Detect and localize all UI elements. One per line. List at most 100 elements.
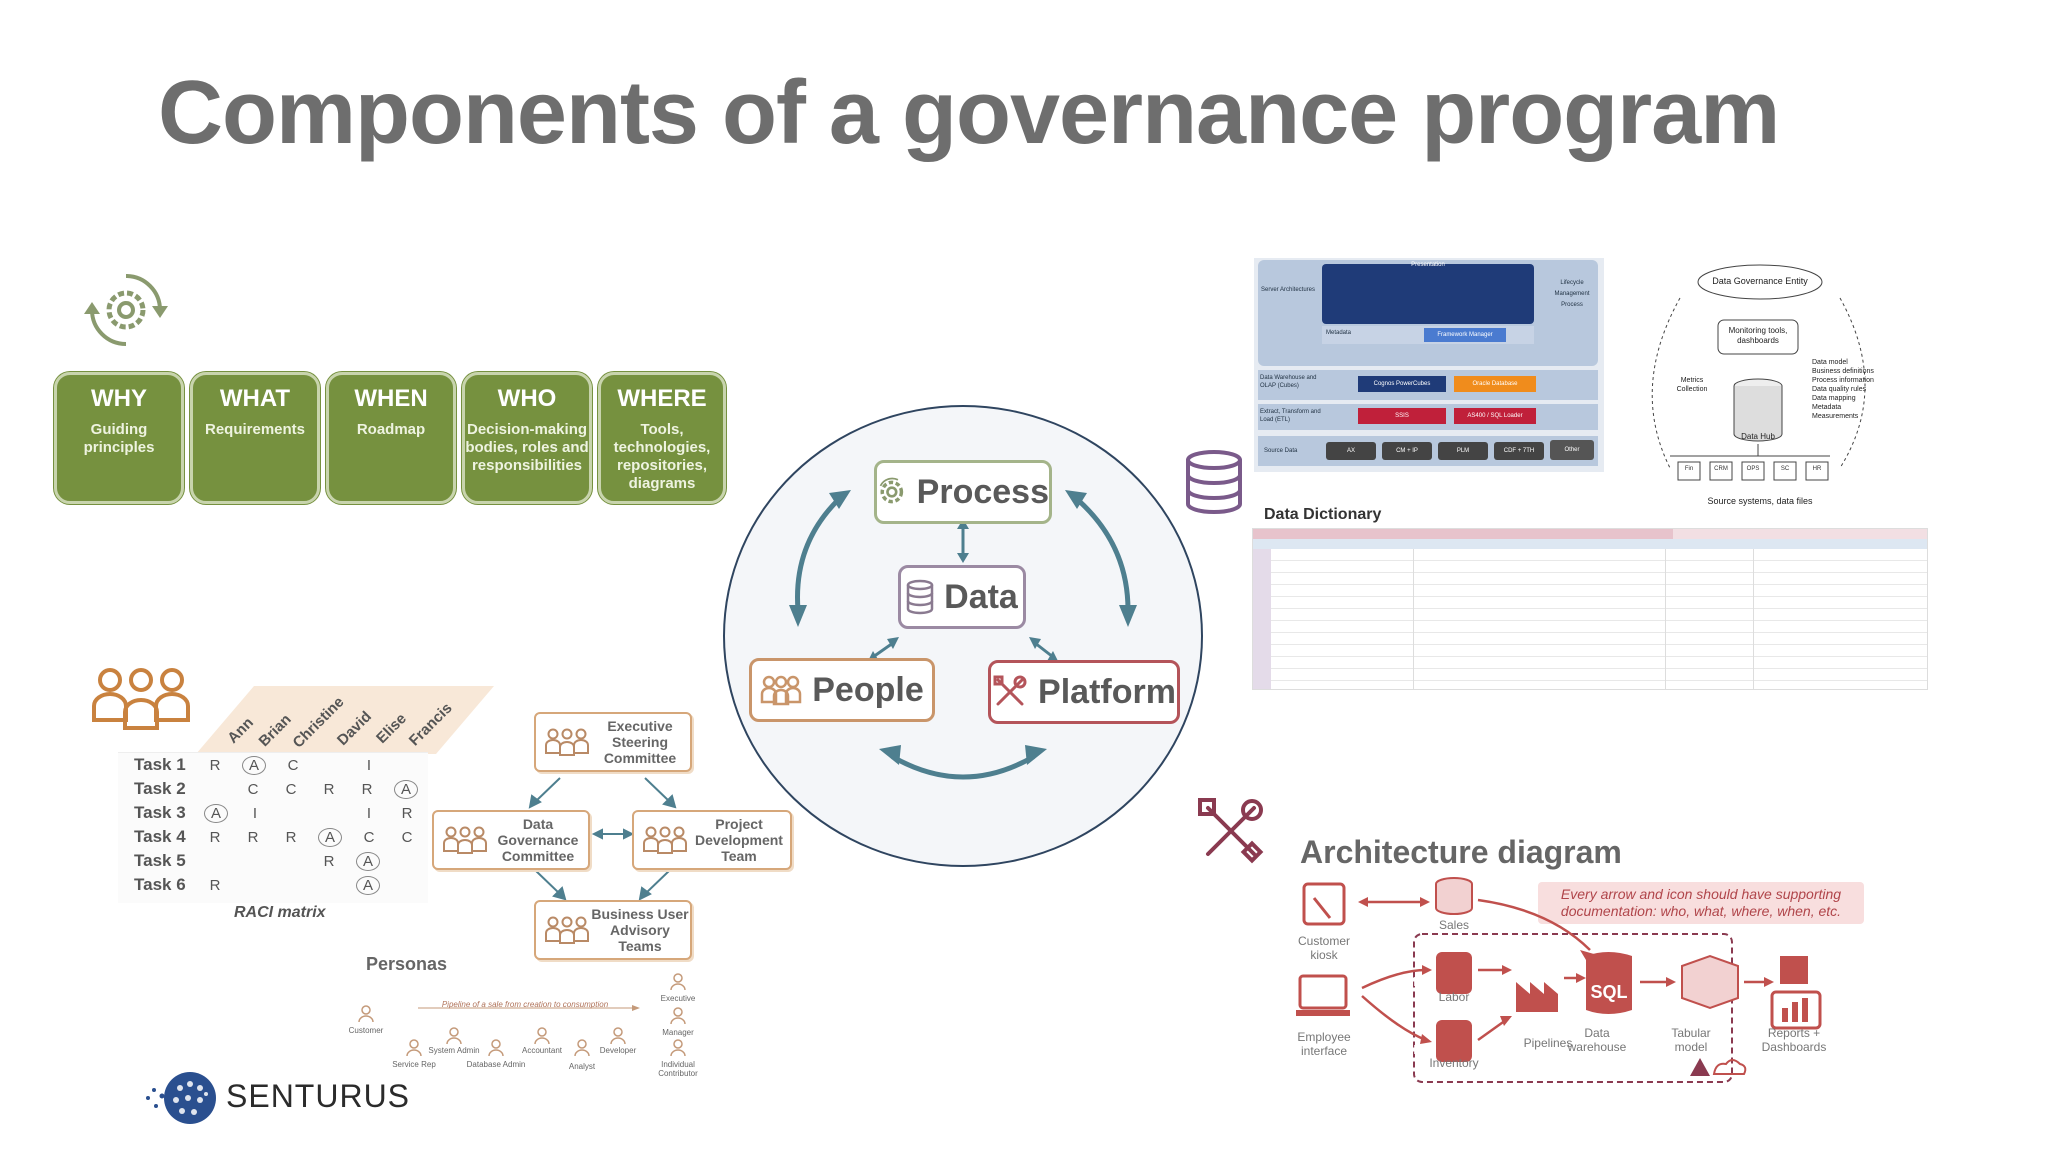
ge-monitoring: Monitoring tools, dashboards	[1728, 326, 1788, 345]
bi-framework-manager: Framework Manager	[1424, 328, 1506, 342]
pillar-who: WHO Decision-making bodies, roles and re…	[462, 372, 592, 504]
committee-arrows	[528, 777, 677, 901]
ge-hub-item: Metadata	[1812, 404, 1842, 411]
raci-cell: I	[252, 804, 258, 822]
raci-cell: C	[401, 828, 413, 846]
pillar-heading: WHAT	[219, 385, 291, 412]
governance-entity-diagram: Data Governance Entity Monitoring tools,…	[1640, 258, 1880, 508]
raci-cell: R	[209, 828, 221, 846]
raci-row: Task 3 A I I R	[118, 801, 428, 825]
bi-cognos-powercubes: Cognos PowerCubes	[1358, 376, 1446, 392]
raci-cell: C	[287, 756, 299, 774]
raci-row: Task 2 C C R R A	[118, 777, 428, 801]
people-icon	[545, 916, 589, 944]
sql-label: SQL	[1394, 1042, 1422, 1057]
arch-tabular-model: Tabular model	[1671, 1026, 1711, 1054]
database-icon	[1186, 450, 1242, 514]
ge-hub-item: Business definitions	[1812, 368, 1874, 375]
raci-caption: RACI matrix	[234, 904, 326, 921]
raci-cell: A	[204, 803, 228, 823]
bi-oracle-database: Oracle Database	[1454, 376, 1536, 392]
ge-source: SC	[1780, 466, 1790, 472]
persona-label: System Admin	[428, 1046, 480, 1055]
personas-title: Personas	[366, 954, 448, 974]
data-label: Data	[944, 577, 1018, 616]
raci-row: Task 4 R R R A C C	[118, 825, 428, 849]
persona-label: Developer	[599, 1046, 637, 1055]
raci-row: Task 6 R A	[118, 873, 428, 897]
raci-person: Elise	[373, 710, 410, 747]
tools-icon	[1198, 798, 1264, 864]
committee-label: Project Development Team	[695, 816, 783, 864]
people-icon	[761, 675, 802, 706]
people-icon	[643, 826, 687, 854]
raci-cell: I	[366, 756, 372, 774]
persona-label: Accountant	[521, 1046, 563, 1055]
bi-server-arch: Server Architectures	[1260, 287, 1316, 293]
raci-cell: R	[285, 828, 297, 846]
ge-source: OPS	[1746, 466, 1760, 472]
raci-cell: A	[356, 851, 380, 871]
raci-cell: C	[363, 828, 375, 846]
pillar-desc: Guiding principles	[83, 421, 155, 456]
bi-source-other: Other	[1550, 440, 1594, 460]
bi-lifecycle: Lifecycle Management Process	[1554, 280, 1590, 308]
process-box: Process	[874, 460, 1052, 524]
executive-committee-box: Executive Steering Committee	[534, 712, 692, 772]
platform-box: Platform	[988, 660, 1180, 724]
ge-source: CRM	[1714, 466, 1728, 472]
persona-label: Database Admin	[466, 1060, 526, 1069]
pillar-heading: WHEN	[354, 385, 428, 412]
raci-person: Christine	[289, 693, 348, 752]
ge-source: HR	[1812, 466, 1822, 472]
bi-presentation: Presentation	[1411, 262, 1445, 268]
raci-row: Task 1 R A C I	[118, 753, 428, 777]
bi-source-crm: CM + IP	[1382, 442, 1432, 460]
raci-cell: C	[247, 780, 259, 798]
ge-hub-item: Data model	[1812, 359, 1848, 366]
raci-cell: R	[209, 756, 221, 774]
committee-label: Data Governance Committee	[497, 816, 579, 864]
raci-task: Task 3	[134, 803, 186, 822]
raci-header-band	[196, 686, 494, 754]
raci-cell: A	[394, 779, 418, 799]
ge-metrics: Metrics Collection	[1676, 377, 1708, 393]
slide-title: Components of a governance program	[158, 63, 1780, 163]
raci-task: Task 1	[134, 755, 186, 774]
raci-cell: R	[323, 852, 335, 870]
architecture-note: Every arrow and icon should have support…	[1538, 882, 1864, 924]
pillar-what: WHAT Requirements	[190, 372, 320, 504]
bi-etl: Extract, Transform and Load (ETL)	[1260, 409, 1321, 423]
committee-label: Executive Steering Committee	[603, 718, 677, 766]
raci-matrix: Task 1 R A C I Task 2 C C R R A Task 3 A…	[118, 752, 428, 903]
arch-labor: Labor	[1438, 990, 1470, 1004]
project-development-team-box: Project Development Team	[632, 810, 792, 870]
pipeline-label: Pipeline of a sale from creation to cons…	[441, 1000, 609, 1009]
pillar-desc: Requirements	[204, 421, 306, 438]
ge-hub-item: Data quality rules	[1812, 386, 1867, 393]
people-box: People	[749, 658, 935, 722]
pillar-heading: WHO	[497, 385, 557, 412]
raci-task: Task 2	[134, 779, 186, 798]
bi-source-cdf: CDF + 7TH	[1494, 442, 1544, 460]
bi-as400: AS400 / SQL Loader	[1454, 408, 1536, 424]
committee-label: Business User Advisory Teams	[591, 906, 689, 954]
raci-cell: R	[323, 780, 335, 798]
bi-ssis: SSIS	[1358, 408, 1446, 424]
raci-cell: R	[361, 780, 373, 798]
pillar-why: WHY Guiding principles	[54, 372, 184, 504]
bi-source-ax: AX	[1326, 442, 1376, 460]
ge-hub-item: Process information	[1812, 377, 1874, 384]
arch-data-warehouse: Data warehouse	[1567, 1026, 1627, 1054]
database-icon	[906, 579, 934, 615]
people-icon	[545, 728, 589, 756]
ge-hub-item: Data mapping	[1812, 395, 1856, 402]
senturus-logo-icon	[146, 1072, 216, 1124]
persona-label: Executive	[660, 994, 696, 1003]
architecture-title: Architecture diagram	[1300, 834, 1622, 870]
raci-task: Task 4	[134, 827, 186, 846]
bi-source-data: Source Data	[1264, 448, 1298, 454]
senturus-logo-text: SENTURUS	[226, 1078, 411, 1114]
bi-metadata: Metadata	[1326, 330, 1352, 336]
raci-cell: I	[366, 804, 372, 822]
